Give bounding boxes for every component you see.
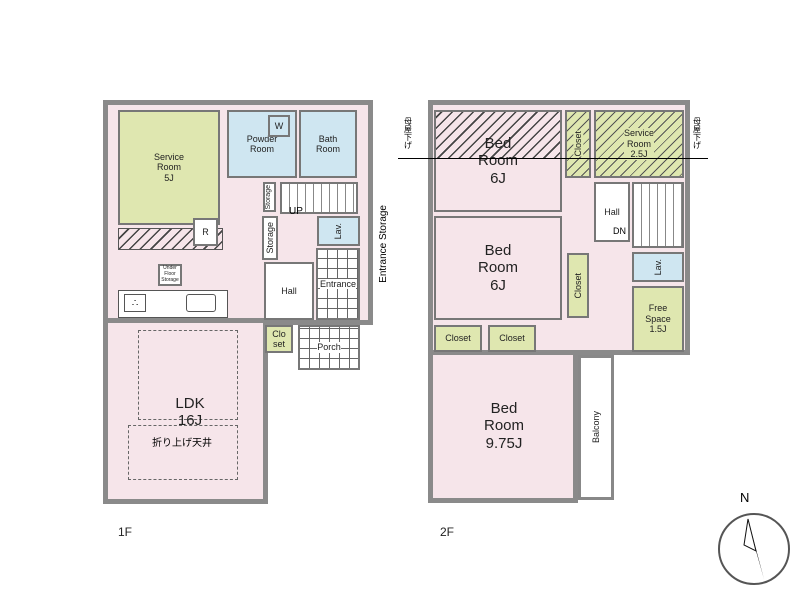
bed-room-1: Bed Room 6J (434, 110, 562, 212)
under-floor-storage: Under Floor Storage (158, 264, 182, 286)
floor2-lower-outline (428, 350, 578, 503)
storage-top-label: Storage (265, 184, 273, 210)
floor1-ldk-outline (103, 318, 268, 504)
entrance: Entrance (316, 248, 360, 320)
stove-icon: ∴ (124, 294, 146, 312)
free-space: Free Space 1.5J (632, 286, 684, 352)
storage: Storage (262, 216, 278, 260)
service-room-1f: Service Room 5J (118, 110, 220, 225)
compass-north-label: N (740, 490, 750, 505)
service-room-2f: Service Room 2.5J (594, 110, 684, 178)
sofa (128, 425, 238, 480)
lav-1f-label: Lav. (333, 222, 344, 240)
balcony: Balcony (578, 355, 614, 500)
hall-2f: Hall (594, 182, 630, 242)
lav-2f: Lav. (632, 252, 684, 282)
storage-label: Storage (264, 222, 275, 254)
closet-2f-4: Closet (488, 325, 536, 352)
sink-icon (186, 294, 216, 312)
compass-icon (718, 513, 790, 585)
porch-label: Porch (317, 342, 341, 353)
roof-line (398, 158, 708, 159)
entrance-label: Entrance (319, 278, 357, 290)
bed-room-3: Bed Room 9.75J (483, 400, 524, 452)
dn-label: DN (613, 226, 626, 236)
washer: W (268, 115, 290, 137)
stairs-2f (632, 182, 684, 248)
porch: Porch (298, 325, 360, 370)
hall-1f: Hall (264, 262, 314, 320)
raised-ceiling-label: 折り上げ天井 (152, 438, 212, 449)
stairs-1f (280, 182, 358, 214)
closet-2f-1-label: Closet (572, 131, 584, 157)
closet-2f-1: Closet (565, 110, 591, 178)
dining-table (138, 330, 238, 420)
floor1-label: 1F (118, 525, 133, 539)
bed-room-2: Bed Room 6J (434, 216, 562, 320)
up-label: UP (289, 206, 303, 217)
closet-2f-3: Closet (434, 325, 482, 352)
bed1-hatch (434, 110, 562, 158)
entrance-storage-label: Entrance Storage (378, 205, 389, 283)
service-room-2f-label: Service Room 2.5J (623, 128, 654, 160)
closet-2f-2-label: Closet (572, 272, 583, 299)
ldk-label: LDK 16J (175, 394, 205, 429)
roof-note-left: 母屋下げ (404, 117, 412, 150)
fridge: R (193, 218, 218, 246)
closet-1f: Clo set (265, 325, 293, 353)
bath-room: Bath Room (299, 110, 357, 178)
storage-top: Storage (263, 182, 276, 212)
lav-2f-label: Lav. (652, 258, 663, 276)
lav-1f: Lav. (317, 216, 360, 246)
floor2-label: 2F (440, 525, 455, 539)
closet-2f-2: Closet (567, 253, 589, 318)
balcony-label: Balcony (590, 411, 601, 444)
roof-note-right: 母屋下げ (693, 117, 701, 150)
